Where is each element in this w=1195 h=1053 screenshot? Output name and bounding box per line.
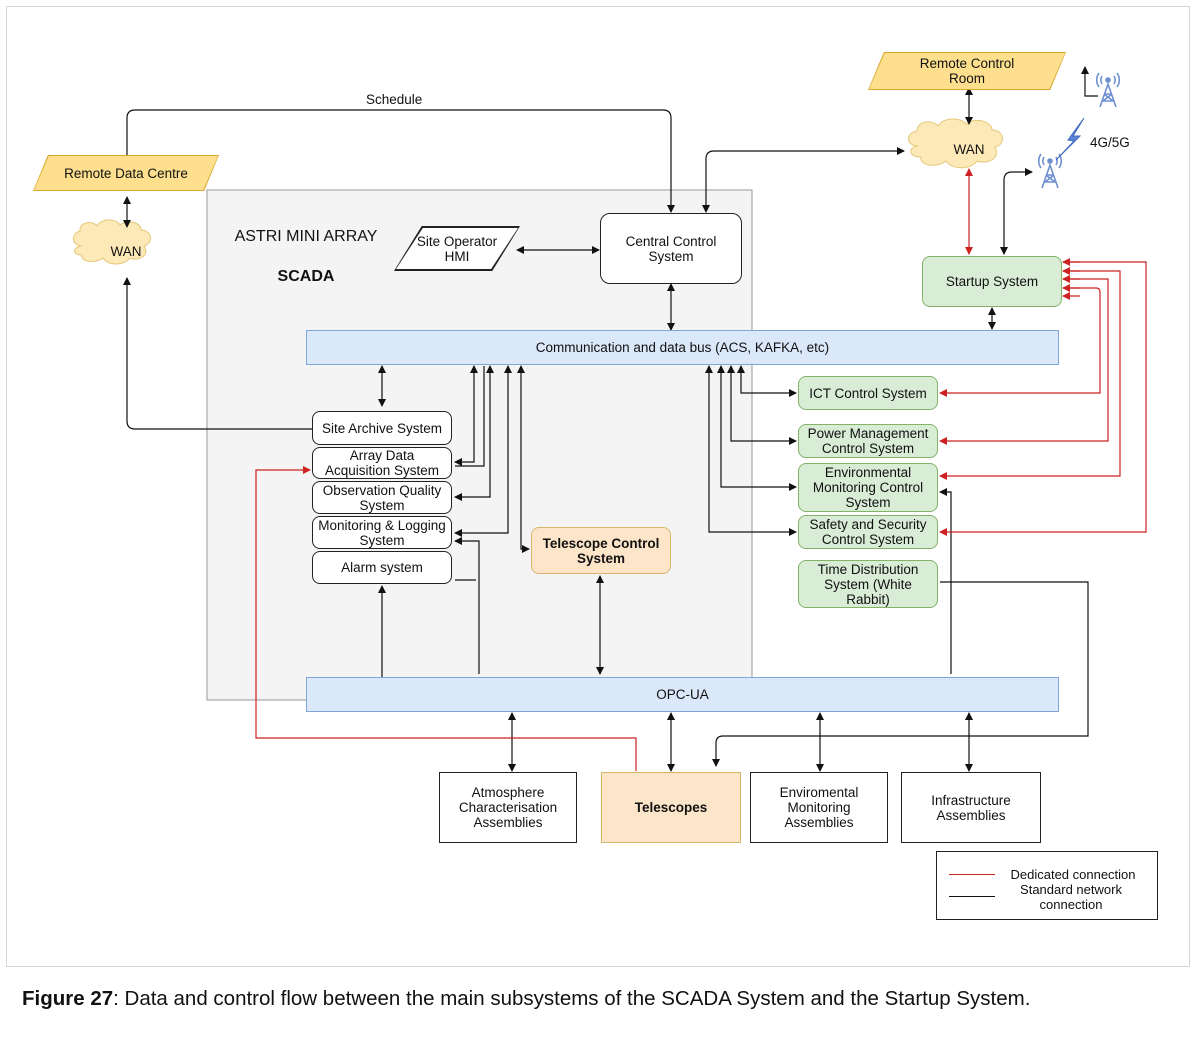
- wan-right-cloud: [908, 118, 1003, 169]
- array-data-acquisition-label: Array Data Acquisition System: [324, 448, 440, 478]
- remote-control-room-label: Remote Control Room: [919, 56, 1015, 86]
- network-4g5g-label: 4G/5G: [1090, 135, 1130, 150]
- standard-connections: [123, 66, 1098, 772]
- site-operator-hmi-label: Site Operator HMI: [416, 233, 498, 264]
- infrastructure-assemblies: Infrastructure Assemblies: [901, 772, 1041, 843]
- central-control-label: Central Control System: [625, 233, 717, 264]
- caption-text: : Data and control flow between the main…: [113, 987, 1031, 1010]
- legend-dedicated-line: [949, 874, 995, 875]
- telescopes-label: Telescopes: [634, 800, 708, 815]
- telescope-control-system: Telescope Control System: [531, 527, 671, 574]
- wan-right-label: WAN: [953, 142, 985, 157]
- atmosphere-characterisation-assemblies: Atmosphere Characterisation Assemblies: [439, 772, 577, 843]
- dedicated-connections: [255, 168, 1147, 771]
- site-archive-label: Site Archive System: [321, 420, 443, 436]
- environmental-monitoring-assemblies: Enviromental Monitoring Assemblies: [750, 772, 888, 843]
- remote-control-room: Remote Control Room: [869, 53, 1065, 89]
- legend: Dedicated connection Standard network co…: [936, 851, 1158, 920]
- time-distribution-system: Time Distribution System (White Rabbit): [798, 560, 938, 608]
- alarm-system-label: Alarm system: [341, 560, 423, 575]
- safety-security-control-system: Safety and Security Control System: [798, 515, 938, 549]
- safety-security-label: Safety and Security Control System: [809, 517, 927, 547]
- ict-control-system: ICT Control System: [798, 376, 938, 410]
- figure-label: Figure 27: [22, 987, 114, 1010]
- time-distribution-label: Time Distribution System (White Rabbit): [817, 561, 919, 607]
- environmental-monitoring-control-label: Environmental Monitoring Control System: [812, 465, 924, 510]
- figure-frame: [6, 6, 1190, 967]
- alarm-system: Alarm system: [312, 551, 452, 584]
- site-archive-system: Site Archive System: [312, 411, 452, 445]
- legend-standard-line: [949, 896, 995, 897]
- monitoring-logging-system: Monitoring & Logging System: [312, 516, 452, 549]
- environmental-monitoring-control-system: Environmental Monitoring Control System: [798, 463, 938, 512]
- observation-quality-label: Observation Quality System: [322, 482, 442, 513]
- opcua-label: OPC-UA: [656, 687, 709, 702]
- monitoring-logging-label: Monitoring & Logging System: [318, 517, 446, 548]
- antenna-tower-top-icon: [1095, 72, 1121, 108]
- telescopes: Telescopes: [601, 772, 741, 843]
- infrastructure-label: Infrastructure Assemblies: [931, 792, 1011, 823]
- array-data-acquisition-system: Array Data Acquisition System: [312, 447, 452, 479]
- power-management-control-system: Power Management Control System: [798, 424, 938, 458]
- legend-standard-label: Standard network connection: [1020, 882, 1122, 912]
- antenna-tower-bottom-icon: [1037, 153, 1063, 189]
- startup-system-label: Startup System: [945, 274, 1039, 289]
- scada-title-line1: ASTRI MINI ARRAY: [234, 228, 378, 245]
- wan-left-cloud: [73, 219, 151, 265]
- env-assemblies-label: Enviromental Monitoring Assemblies: [779, 785, 859, 830]
- scada-title: ASTRI MINI ARRAY SCADA: [228, 207, 384, 287]
- observation-quality-system: Observation Quality System: [312, 481, 452, 514]
- communication-data-bus-label: Communication and data bus (ACS, KAFKA, …: [535, 340, 830, 355]
- power-management-label: Power Management Control System: [807, 426, 929, 456]
- schedule-label: Schedule: [366, 92, 423, 107]
- opcua-bus: OPC-UA: [306, 677, 1059, 712]
- remote-data-centre-label: Remote Data Centre: [64, 165, 188, 181]
- startup-system: Startup System: [922, 256, 1062, 307]
- scada-title-line2: SCADA: [277, 268, 335, 285]
- wireless-link-icon: [1055, 117, 1085, 161]
- communication-data-bus: Communication and data bus (ACS, KAFKA, …: [306, 330, 1059, 365]
- figure-caption: Figure 27: Data and control flow between…: [22, 985, 1178, 1013]
- ict-control-label: ICT Control System: [809, 385, 927, 401]
- legend-dedicated-label: Dedicated connection: [1010, 867, 1136, 882]
- wan-left-label: WAN: [110, 244, 142, 259]
- telescope-control-label: Telescope Control System: [542, 535, 660, 566]
- remote-data-centre: Remote Data Centre: [34, 156, 218, 190]
- atmosphere-label: Atmosphere Characterisation Assemblies: [458, 785, 558, 830]
- central-control-system: Central Control System: [600, 213, 742, 284]
